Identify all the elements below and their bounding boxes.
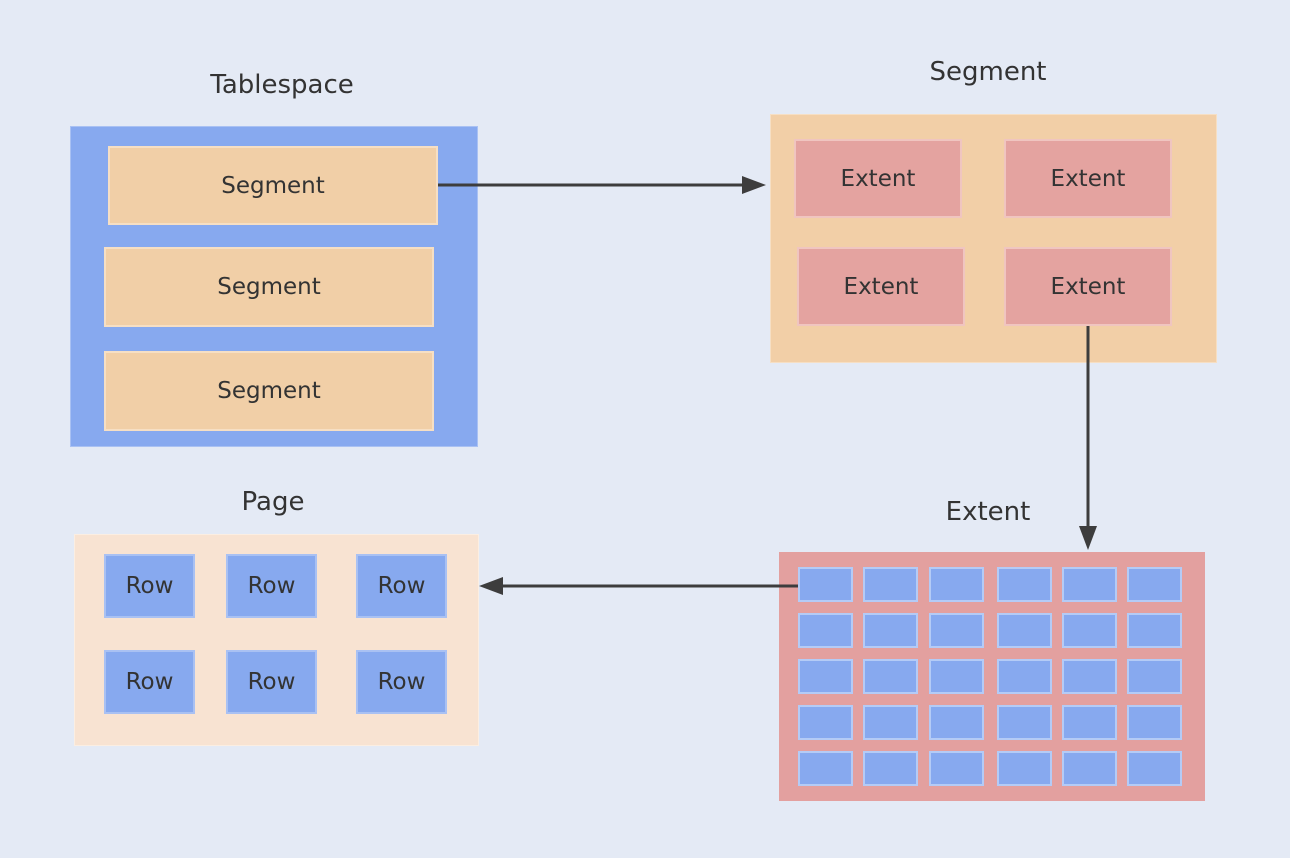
extent-page-cell: [1062, 567, 1117, 602]
tablespace-segment-2: Segment: [104, 247, 434, 327]
extent-page-cell: [929, 659, 984, 694]
page-title: Page: [241, 487, 305, 517]
extent-page-cell: [997, 705, 1052, 740]
arrowhead-down: [1079, 526, 1097, 550]
extent-page-cell: [929, 567, 984, 602]
segment-extent-4: Extent: [1004, 247, 1172, 326]
extent-page-cell: [1127, 659, 1182, 694]
extent-page-cell: [1127, 705, 1182, 740]
extent-page-cell: [798, 659, 853, 694]
extent-page-cell: [798, 567, 853, 602]
page-row-4: Row: [104, 650, 195, 714]
extent-page-cell: [863, 659, 918, 694]
extent-title: Extent: [945, 497, 1031, 527]
extent-page-cell: [997, 659, 1052, 694]
page-row-2: Row: [226, 554, 317, 618]
extent-page-cell: [1127, 613, 1182, 648]
extent-page-cell: [929, 613, 984, 648]
extent-page-cell: [1062, 659, 1117, 694]
page-row-6: Row: [356, 650, 447, 714]
extent-page-cell: [997, 613, 1052, 648]
extent-page-cell: [997, 567, 1052, 602]
extent-page-cell: [863, 613, 918, 648]
extent-page-cell: [863, 567, 918, 602]
page-row-1: Row: [104, 554, 195, 618]
extent-page-cell: [863, 751, 918, 786]
tablespace-segment-3: Segment: [104, 351, 434, 431]
tablespace-title: Tablespace: [210, 70, 354, 100]
arrowhead-left: [479, 577, 503, 595]
page-row-5: Row: [226, 650, 317, 714]
segment-extent-3: Extent: [797, 247, 965, 326]
extent-page-cell: [798, 751, 853, 786]
extent-page-cell: [929, 751, 984, 786]
extent-page-cell: [1062, 613, 1117, 648]
page-row-3: Row: [356, 554, 447, 618]
arrowhead-right: [742, 176, 766, 194]
extent-page-cell: [798, 705, 853, 740]
extent-page-cell: [863, 705, 918, 740]
extent-page-cell: [1062, 705, 1117, 740]
tablespace-segment-1: Segment: [108, 146, 438, 225]
extent-page-cell: [1127, 567, 1182, 602]
extent-page-cell: [997, 751, 1052, 786]
segment-extent-1: Extent: [794, 139, 962, 218]
extent-page-cell: [798, 613, 853, 648]
segment-title: Segment: [929, 57, 1047, 87]
extent-page-cell: [1127, 751, 1182, 786]
extent-page-cell: [1062, 751, 1117, 786]
segment-extent-2: Extent: [1004, 139, 1172, 218]
extent-page-cell: [929, 705, 984, 740]
